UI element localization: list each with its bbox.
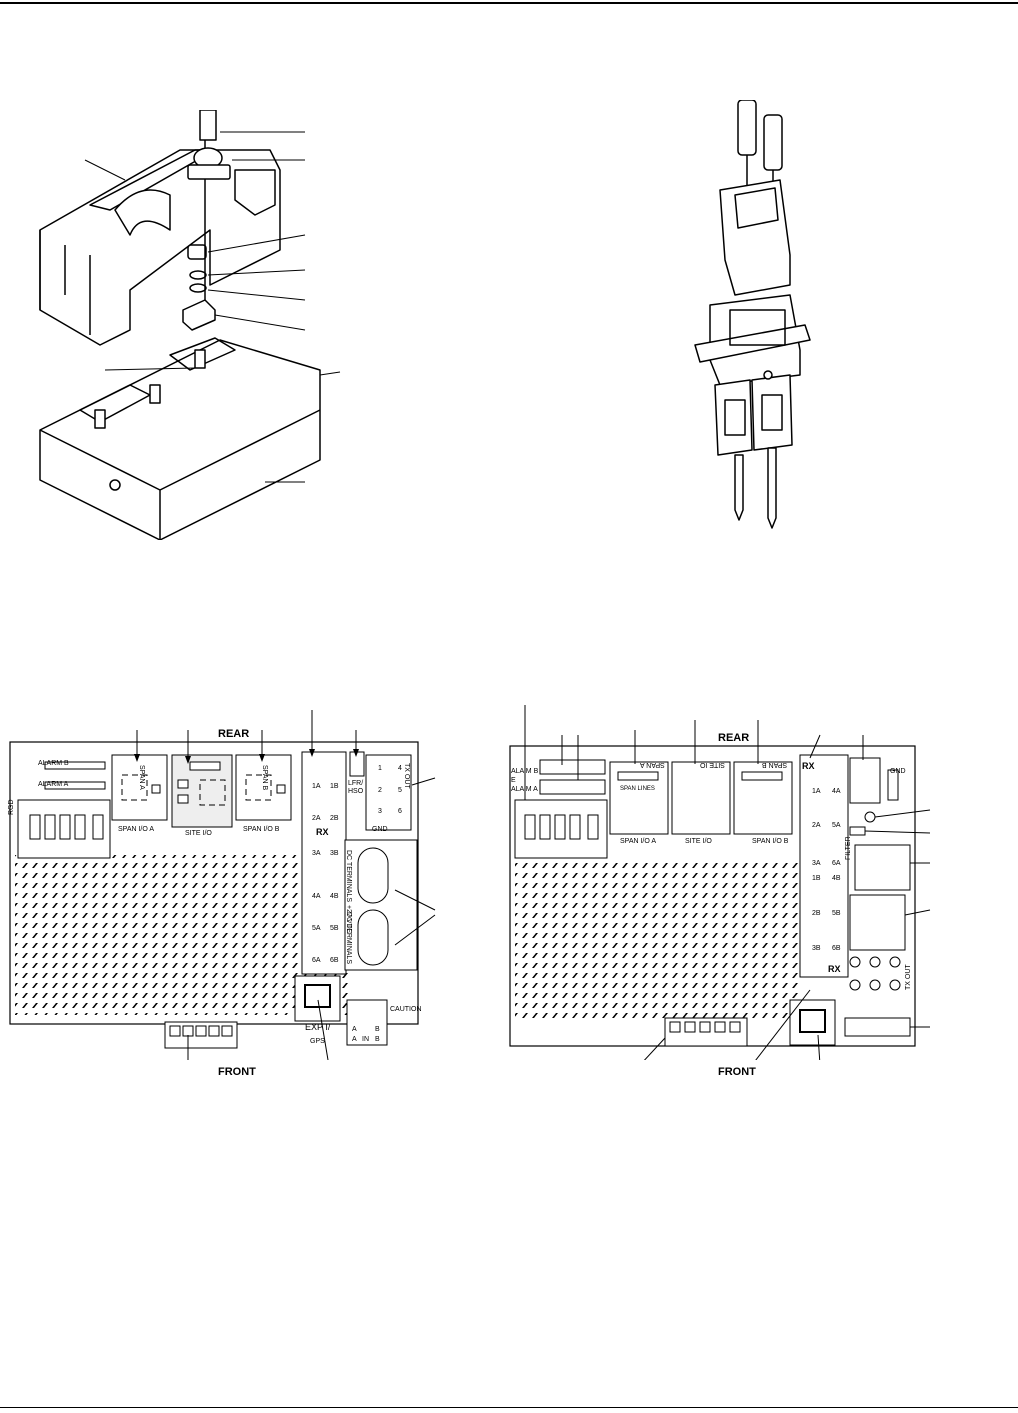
right-rx-port: 1A [812, 788, 821, 795]
right-span-b-vertical: SPAN B [762, 761, 788, 768]
left-span-io-b: SPAN I/O B [243, 826, 280, 833]
left-rx: RX [316, 827, 329, 837]
left-front-title: FRONT [218, 1066, 256, 1078]
left-panel-drawing [9, 710, 436, 1060]
left-span-b-vertical: SPAN B [261, 765, 268, 791]
left-rx-port: 3B [330, 850, 339, 857]
left-rx-port: 6A [312, 957, 321, 964]
right-rx-port: 1B [812, 875, 821, 882]
right-rx-port: 3B [812, 945, 821, 952]
right-gnd: GND [890, 768, 906, 775]
right-e-label: E [511, 777, 516, 784]
base-block [39, 339, 321, 540]
right-rx-port: 6B [832, 945, 841, 952]
left-rx-port: 4B [330, 893, 339, 900]
left-ab-label: B [375, 1036, 380, 1043]
right-rx-port: 5A [832, 822, 841, 829]
right-rx-bottom: RX [828, 964, 841, 974]
left-in-label: IN [362, 1036, 369, 1043]
left-gnd: GND [372, 826, 388, 833]
left-alarm-a: ALARM A [38, 781, 69, 788]
left-rx-port: 5A [312, 925, 321, 932]
right-rx-port: 5B [832, 910, 841, 917]
bottom-rule [0, 1407, 1018, 1408]
right-rx-port: 4A [832, 788, 841, 795]
left-tx-out: TX OUT [403, 763, 410, 789]
right-span-lines: SPAN LINES [620, 786, 655, 792]
left-ab-label: A [352, 1036, 357, 1043]
plug-housing [719, 179, 791, 296]
connector-assembly [694, 100, 811, 529]
left-alarm-b: ALARM B [38, 760, 69, 767]
left-exp: EXP I/ [305, 1022, 331, 1032]
left-ab-label: A [352, 1026, 357, 1033]
left-rx-port: 3A [312, 850, 321, 857]
left-rx-port: 5B [330, 925, 339, 932]
left-rx-port: 2A [312, 815, 321, 822]
left-rgd: RGD [8, 799, 15, 815]
terminal-block-left [714, 379, 753, 456]
stud-nut [187, 244, 207, 260]
left-dc-terminals-1: DC TERMINALS [345, 850, 352, 902]
left-tx-port: 6 [398, 808, 402, 815]
cable-boot-right [763, 114, 783, 171]
left-tx-port: 3 [378, 808, 382, 815]
left-ab-label: B [375, 1026, 380, 1033]
right-span-a-vertical: SPAN A [640, 761, 665, 768]
right-front-title: FRONT [718, 1066, 756, 1078]
left-rx-port: 1B [330, 783, 339, 790]
right-rx-top: RX [802, 761, 815, 771]
cable-boot-left [737, 100, 757, 156]
left-rx-port: 6B [330, 957, 339, 964]
right-tx-out: TX OUT [905, 964, 912, 990]
right-rx-port: 4B [832, 875, 841, 882]
left-rx-port: 4A [312, 893, 321, 900]
pin-left [734, 454, 744, 521]
left-rear-title: REAR [218, 728, 250, 740]
cover-top [39, 149, 281, 346]
left-tx-port: 1 [378, 765, 382, 772]
washer-1 [189, 270, 207, 280]
left-span-a-vertical: SPAN A [138, 765, 145, 790]
right-filter: FILTER [845, 836, 852, 860]
top-rule [0, 2, 1018, 4]
right-span-io-b: SPAN I/O B [752, 838, 789, 845]
right-rear-title: REAR [718, 732, 750, 744]
right-rx-port: 3A [812, 860, 821, 867]
right-site-vertical: SITE IO [700, 761, 725, 768]
left-tx-port: 2 [378, 787, 382, 794]
terminal-block-right [751, 374, 793, 451]
left-dc-voltage: +27 VDC [345, 905, 352, 934]
right-alarm-a: ALA M A [511, 786, 538, 793]
exploded-terminal-assembly [39, 110, 341, 540]
lug [182, 299, 216, 331]
left-caution: CAUTION [390, 1006, 422, 1013]
left-tx-port: 5 [398, 787, 402, 794]
right-rx-port: 2B [812, 910, 821, 917]
right-span-io-a: SPAN I/O A [620, 838, 657, 845]
right-panel-drawing [509, 705, 931, 1060]
left-span-io-a: SPAN I/O A [118, 826, 155, 833]
left-rx-port: 2B [330, 815, 339, 822]
right-rx-port: 2A [812, 822, 821, 829]
washer-2 [189, 283, 207, 293]
left-rx-port: 1A [312, 783, 321, 790]
cable [199, 110, 217, 141]
pin-right [767, 447, 777, 529]
right-alarm-b: ALA M B [511, 768, 539, 775]
right-site-io: SITE I/O [685, 838, 712, 845]
left-gps: GPS [310, 1038, 325, 1045]
left-site-io: SITE I/O [185, 830, 212, 837]
left-tx-port: 4 [398, 765, 402, 772]
left-lfr-hso: LFR/ HSO [348, 780, 364, 795]
right-rx-port: 6A [832, 860, 841, 867]
